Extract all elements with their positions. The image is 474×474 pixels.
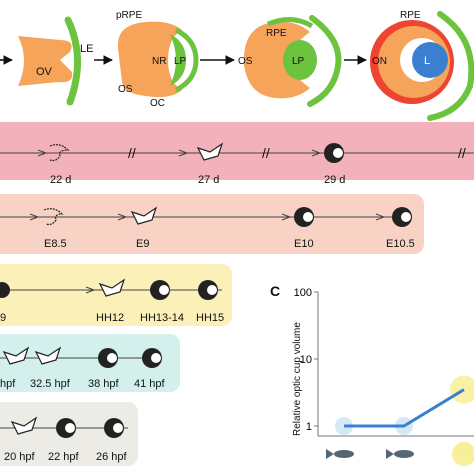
label-on: ON bbox=[372, 56, 387, 67]
fish-icon bbox=[326, 449, 354, 459]
row-chick: 9 HH12 HH13-14 HH15 bbox=[0, 278, 224, 324]
y-tick-label: 100 bbox=[294, 287, 312, 299]
series-line bbox=[344, 388, 465, 428]
row-chick-label-0: 9 bbox=[0, 312, 6, 324]
label-prpe: pRPE bbox=[116, 10, 142, 21]
row-medaka: 20 hpf 22 hpf 26 hpf bbox=[0, 416, 128, 463]
label-os: OS bbox=[118, 84, 133, 95]
row-mouse: E8.5 E9 E10 E10.5 bbox=[0, 206, 415, 250]
label-rpe-2: RPE bbox=[400, 10, 421, 21]
row-medaka-label-2: 26 hpf bbox=[96, 451, 128, 463]
svg-text://: // bbox=[262, 145, 270, 161]
label-l: L bbox=[424, 55, 430, 67]
optic-cup-shape bbox=[244, 21, 310, 99]
row-chick-label-1: HH12 bbox=[96, 312, 124, 324]
stage-4-mature-eye: RPE ON L bbox=[370, 10, 474, 121]
row-zebrafish-label-0: hpf bbox=[0, 378, 16, 390]
optic-cup-shape bbox=[117, 21, 182, 98]
row-medaka-label-0: 20 hpf bbox=[4, 451, 36, 463]
row-human-label-2: 29 d bbox=[324, 174, 345, 186]
label-lp: LP bbox=[174, 56, 187, 67]
row-mouse-label-1: E9 bbox=[136, 238, 149, 250]
row-zebrafish: hpf 32.5 hpf 38 hpf 41 hpf bbox=[0, 346, 166, 390]
row-human-bg bbox=[0, 122, 474, 180]
svg-text://: // bbox=[128, 145, 136, 161]
label-lp-2: LP bbox=[292, 56, 305, 67]
stage-1-optic-vesicle: OV LE bbox=[18, 16, 93, 106]
label-nr: NR bbox=[152, 56, 166, 67]
embryo-icon bbox=[49, 142, 344, 163]
panel-c-chart: C Relative optic cup volume 100 10 1 bbox=[270, 283, 474, 466]
y-tick-label: 10 bbox=[300, 354, 312, 366]
row-zebrafish-label-3: 41 hpf bbox=[134, 378, 166, 390]
row-mouse-label-3: E10.5 bbox=[386, 238, 415, 250]
panel-c-letter: C bbox=[270, 283, 280, 299]
lens-shape bbox=[283, 40, 317, 80]
row-zebrafish-label-1: 32.5 hpf bbox=[30, 378, 71, 390]
row-human: // // // 22 d 27 d 29 d bbox=[0, 142, 474, 186]
label-oc: OC bbox=[150, 98, 165, 109]
lens-circle bbox=[412, 42, 448, 78]
row-chick-label-3: HH15 bbox=[196, 312, 224, 324]
lens-ectoderm-shape bbox=[64, 16, 81, 106]
row-human-label-0: 22 d bbox=[50, 174, 71, 186]
label-rpe: RPE bbox=[266, 28, 287, 39]
optic-vesicle-shape bbox=[18, 36, 73, 86]
panel-a: OV LE pRPE NR LP OS OC RPE OS LP bbox=[0, 10, 474, 121]
stage-3-optic-cup: RPE OS LP bbox=[238, 15, 342, 107]
chick-icon bbox=[452, 442, 474, 466]
row-chick-bg bbox=[0, 264, 232, 326]
label-ov: OV bbox=[36, 66, 53, 78]
fish-icon-2 bbox=[386, 449, 414, 459]
lens-placode-shape bbox=[170, 34, 186, 86]
label-os-2: OS bbox=[238, 56, 253, 67]
row-chick-label-2: HH13-14 bbox=[140, 312, 184, 324]
row-mouse-label-0: E8.5 bbox=[44, 238, 67, 250]
row-zebrafish-bg bbox=[0, 334, 180, 392]
y-tick-label: 1 bbox=[306, 421, 312, 433]
label-le: LE bbox=[80, 43, 93, 55]
row-zebrafish-label-2: 38 hpf bbox=[88, 378, 120, 390]
row-mouse-label-2: E10 bbox=[294, 238, 314, 250]
chart-y-label: Relative optic cup volume bbox=[292, 322, 303, 436]
row-medaka-label-1: 22 hpf bbox=[48, 451, 80, 463]
row-human-label-1: 27 d bbox=[198, 174, 219, 186]
stage-2-optic-cup-early: pRPE NR LP OS OC bbox=[116, 10, 199, 109]
row-mouse-bg bbox=[0, 194, 424, 254]
svg-text://: // bbox=[458, 145, 466, 161]
